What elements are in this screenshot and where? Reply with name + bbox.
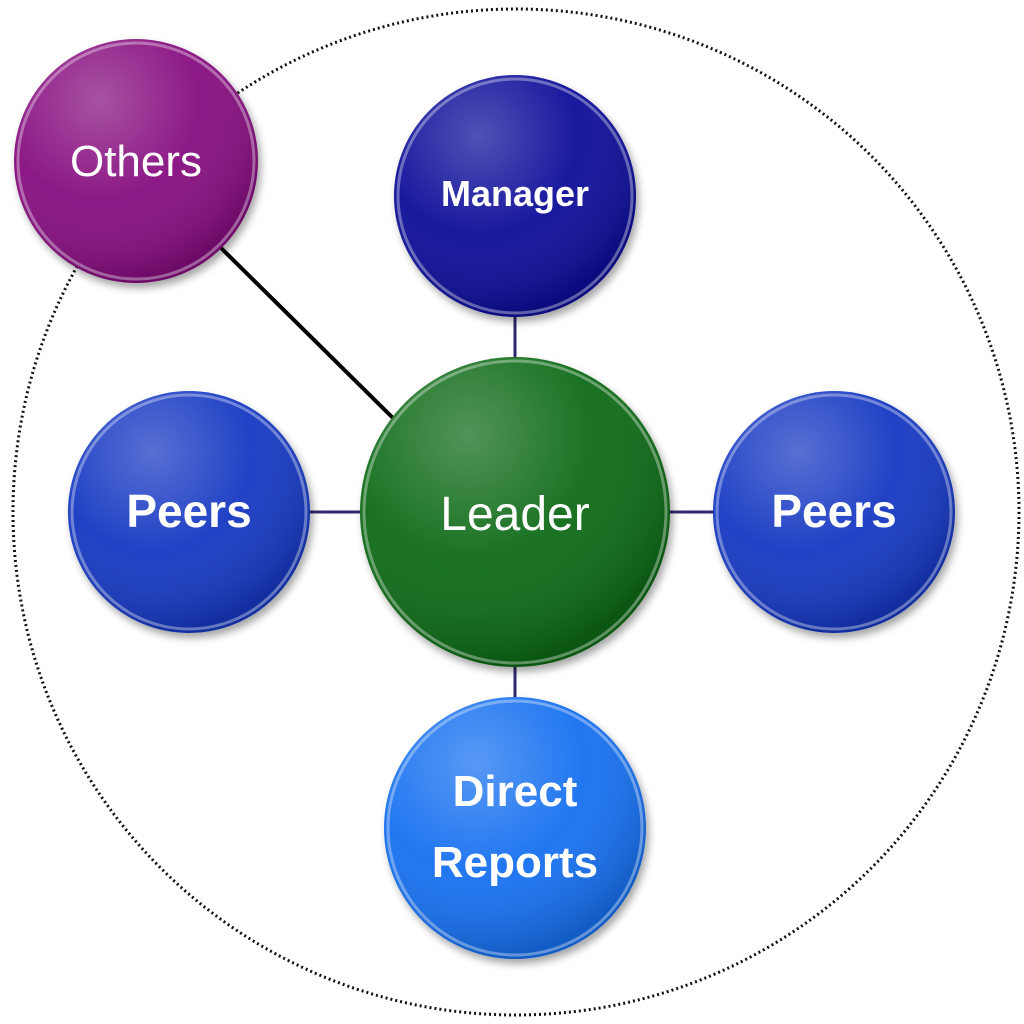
- node-peers-right-label: Peers: [771, 485, 896, 537]
- node-leader-rim: [362, 359, 668, 665]
- node-peers-right-rim: [715, 393, 953, 631]
- node-peers-left-label: Peers: [126, 485, 251, 537]
- node-leader-label: Leader: [440, 488, 589, 541]
- node-peers-left-gloss: [68, 391, 310, 633]
- node-direct-reports-label-line2: Reports: [432, 838, 598, 887]
- node-others-label: Others: [70, 137, 202, 186]
- node-peers-right: Peers: [713, 391, 955, 633]
- node-direct-reports-gloss: [384, 697, 646, 959]
- node-leader-gloss: [360, 357, 670, 667]
- node-peers-left-rim: [70, 393, 308, 631]
- node-manager: Manager: [394, 75, 636, 317]
- node-direct-reports-label-line1: Direct: [453, 767, 578, 816]
- node-others-gloss: [14, 39, 258, 283]
- node-manager-gloss: [394, 75, 636, 317]
- node-leader: Leader: [360, 357, 670, 667]
- node-direct-reports: Direct Reports: [384, 697, 646, 959]
- node-manager-label: Manager: [441, 173, 589, 214]
- node-direct-reports-rim: [386, 699, 644, 957]
- connector-others: [216, 243, 397, 422]
- node-manager-rim: [396, 77, 634, 315]
- node-peers-right-gloss: [713, 391, 955, 633]
- outer-boundary-circle: [11, 7, 1021, 1017]
- node-others-rim: [16, 41, 256, 281]
- node-others: Others: [14, 39, 258, 283]
- node-peers-left: Peers: [68, 391, 310, 633]
